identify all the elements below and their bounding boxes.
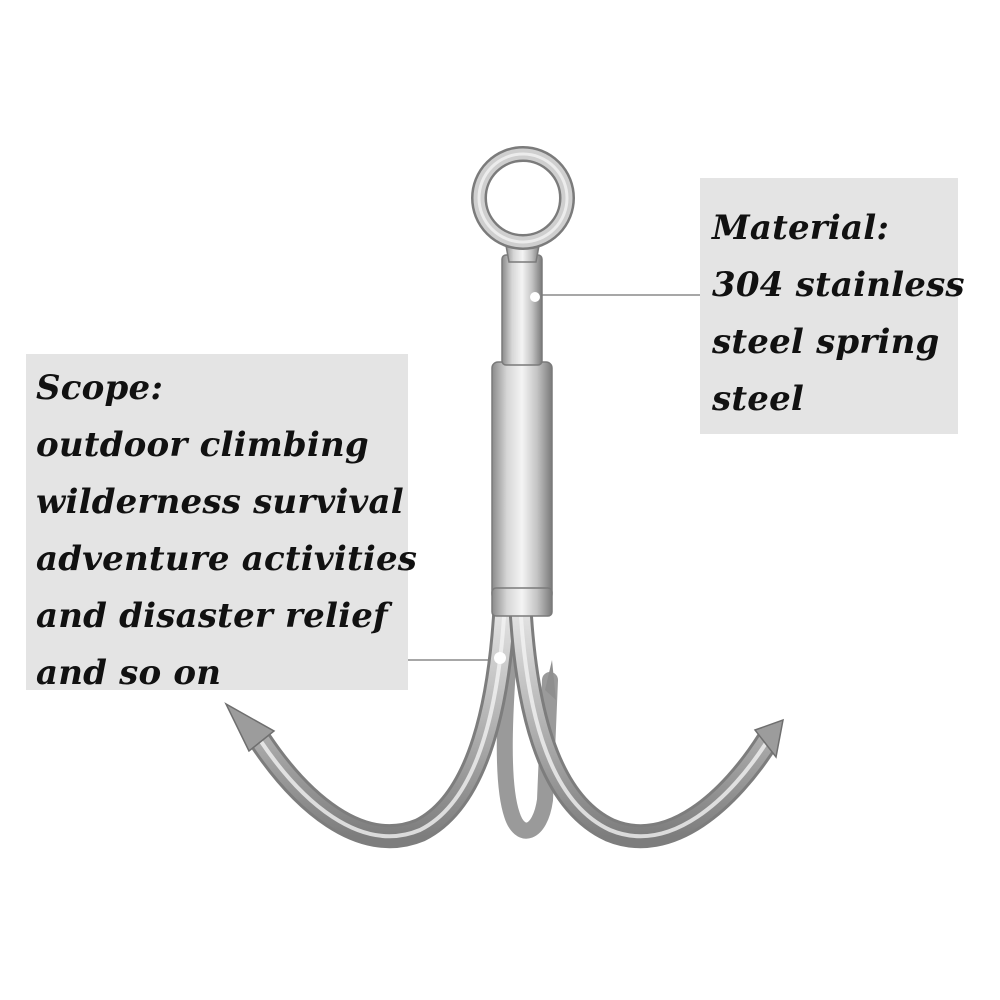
hook-right-arm <box>508 599 784 848</box>
material-callout: Material: 304 stainless steel spring ste… <box>700 178 965 434</box>
material-line-3: steel <box>712 379 805 419</box>
hook-left-arm <box>224 599 517 848</box>
scope-heading: Scope: <box>36 368 164 408</box>
hook-eye-ring <box>471 146 575 263</box>
hook-shank <box>491 254 553 664</box>
scope-line-2: wilderness survival <box>36 482 404 522</box>
scope-callout: Scope: outdoor climbing wilderness survi… <box>26 354 418 693</box>
scope-line-4: and disaster relief <box>36 596 388 636</box>
material-line-2: steel spring <box>712 322 940 362</box>
scope-line-1: outdoor climbing <box>36 425 369 465</box>
scope-line-3: adventure activities <box>36 539 418 579</box>
material-line-1: 304 stainless <box>712 265 965 305</box>
scope-line-5: and so on <box>36 653 222 693</box>
material-heading: Material: <box>712 208 890 248</box>
